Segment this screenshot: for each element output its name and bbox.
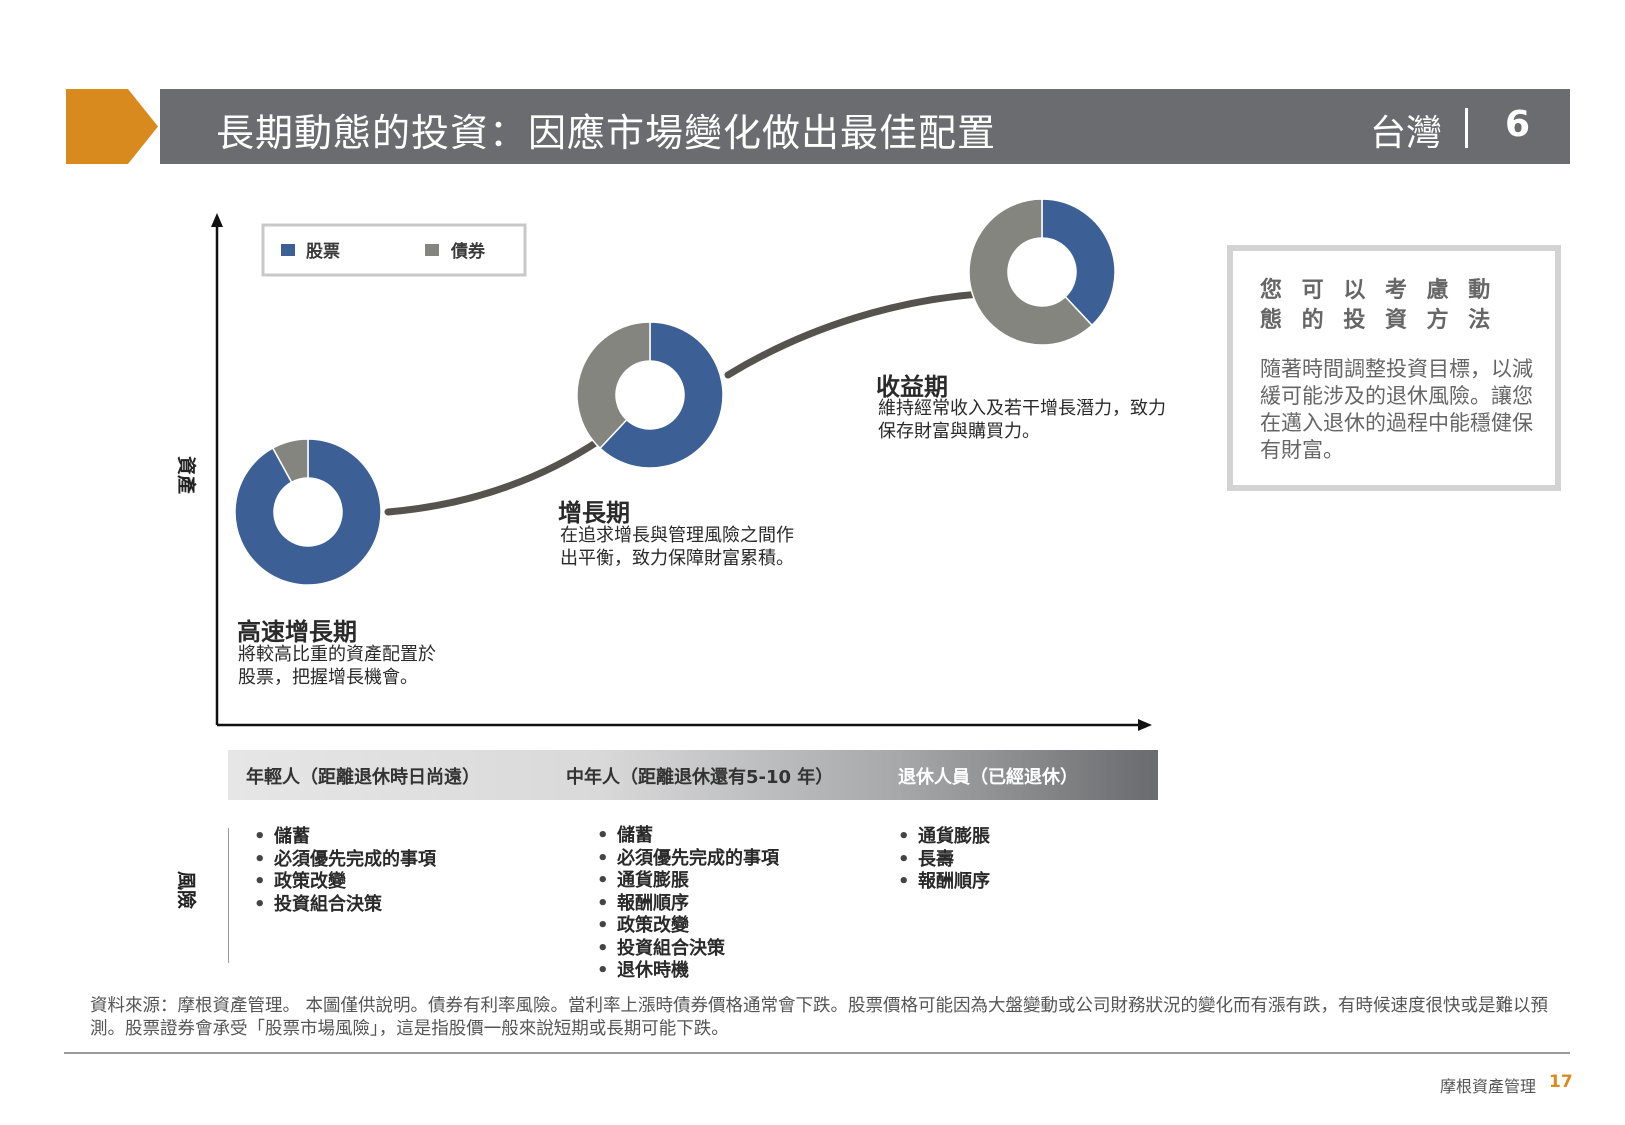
header-separator <box>1465 108 1468 148</box>
donut-slice-bonds <box>576 321 651 450</box>
legend-swatch-stocks <box>281 244 295 256</box>
stage-desc-high-growth: 將較高比重的資產配置於 股票，把握增長機會。 <box>238 643 436 689</box>
stage-desc-line: 在追求增長與管理風險之間作 <box>560 525 794 546</box>
header-page-number: 6 <box>1505 104 1531 145</box>
page-title: 長期動態的投資：因應市場變化做出最佳配置 <box>216 111 997 155</box>
legend-label-bonds: 債券 <box>450 241 486 262</box>
risk-item: 報酬順序 <box>898 871 990 894</box>
x-axis-arrowhead <box>1138 719 1152 731</box>
stage-desc-line: 股票，把握增長機會。 <box>238 667 418 688</box>
stage-title-growth: 增長期 <box>558 499 630 527</box>
growth-curve-segment-1 <box>384 436 604 516</box>
allocation-donut-high-growth <box>234 438 382 586</box>
risk-item: 儲蓄 <box>254 826 436 849</box>
legend-swatch-bonds <box>425 244 439 256</box>
age-group-middle: 中年人（距離退休還有5-10 年） <box>566 767 834 788</box>
risk-item: 退休時機 <box>597 960 779 983</box>
risk-list-middle: 儲蓄必須優先完成的事項通貨膨脹報酬順序政策改變投資組合決策退休時機 <box>597 825 779 983</box>
risk-item: 長壽 <box>898 849 990 872</box>
age-group-retired: 退休人員（已經退休） <box>898 767 1078 788</box>
risk-item: 通貨膨脹 <box>597 870 779 893</box>
stage-title-high-growth: 高速增長期 <box>237 618 357 646</box>
risk-divider <box>228 828 229 963</box>
risk-item: 政策改變 <box>254 871 436 894</box>
stage-desc-growth: 在追求增長與管理風險之間作 出平衡，致力保障財富累積。 <box>560 524 794 570</box>
y-axis-label: 資產 <box>175 456 198 494</box>
growth-curve-segment-2 <box>724 290 984 379</box>
info-box-body: 隨著時間調整投資目標，以減緩可能涉及的退休風險。讓您在邁入退休的過程中能穩健保有… <box>1260 357 1533 462</box>
donut-slice-stocks <box>234 438 382 586</box>
stage-desc-line: 將較高比重的資產配置於 <box>238 644 436 665</box>
allocation-donut-growth <box>576 321 724 469</box>
age-group-bar <box>228 750 1158 800</box>
risk-item: 政策改變 <box>597 915 779 938</box>
risk-item: 投資組合決策 <box>597 938 779 961</box>
risk-item: 投資組合決策 <box>254 894 436 917</box>
legend-label-stocks: 股票 <box>306 242 340 262</box>
allocation-donut-income <box>968 198 1116 346</box>
donut-slice-bonds <box>968 198 1094 346</box>
footer-brand: 摩根資產管理 <box>1440 1077 1537 1096</box>
risk-item: 必須優先完成的事項 <box>254 849 436 872</box>
info-box-title: 您 可 以 考 慮 動 態 的 投 資 方 法 <box>1260 278 1497 333</box>
source-note: 資料來源：摩根資產管理。 本圖僅供說明。債券有利率風險。當利率上漲時債券價格通常… <box>90 996 1549 1039</box>
footer-rule <box>64 1052 1570 1054</box>
stage-desc-line: 出平衡，致力保障財富累積。 <box>560 548 794 569</box>
donut-slice-bonds <box>271 438 309 484</box>
risk-item: 報酬順序 <box>597 893 779 916</box>
risk-item: 必須優先完成的事項 <box>597 848 779 871</box>
info-box <box>1227 245 1561 491</box>
risk-list-young: 儲蓄必須優先完成的事項政策改變投資組合決策 <box>254 826 436 916</box>
footer-page-number: 17 <box>1549 1072 1573 1092</box>
risk-label-wrap: 風險 <box>175 871 198 909</box>
risk-item: 通貨膨脹 <box>898 826 990 849</box>
risk-axis-label: 風險 <box>175 871 198 909</box>
header-region: 台灣 <box>1370 113 1443 154</box>
stage-desc-income: 維持經常收入及若干增長潛力，致力 保存財富與購買力。 <box>878 397 1166 443</box>
stage-desc-line: 維持經常收入及若干增長潛力，致力 <box>878 398 1166 419</box>
age-group-young: 年輕人（距離退休時日尚遠） <box>246 767 480 788</box>
stage-desc-line: 保存財富與購買力。 <box>878 421 1040 442</box>
y-axis-arrowhead <box>211 213 223 227</box>
risk-item: 儲蓄 <box>597 825 779 848</box>
header-accent-chevron <box>66 89 158 164</box>
risk-list-retired: 通貨膨脹長壽報酬順序 <box>898 826 990 894</box>
header-bar <box>160 89 1570 164</box>
legend-box <box>261 223 527 277</box>
donut-slice-stocks <box>1041 198 1116 327</box>
stage-title-income: 收益期 <box>876 373 948 401</box>
donut-slice-stocks <box>598 321 724 469</box>
